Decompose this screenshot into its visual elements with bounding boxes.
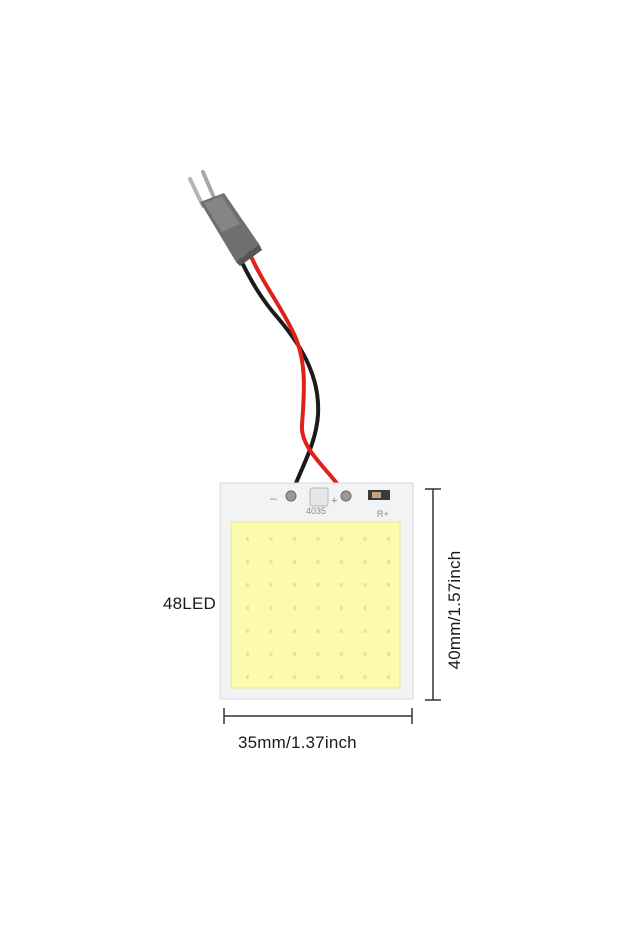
led-chip [293,606,296,610]
led-chip [246,606,249,610]
board-code: 4035 [306,506,326,516]
led-chip [340,537,343,541]
led-chip [246,652,249,656]
width-dimension-line [223,708,413,724]
led-chip [363,675,367,679]
led-chip [293,675,296,679]
connector-housing [200,193,262,266]
led-chip [246,629,249,633]
minus-marking: – [270,491,277,505]
led-chip [316,583,320,587]
resistor-body [372,492,381,498]
led-chip [387,583,390,587]
red-wire [247,250,348,498]
led-chip [387,560,390,564]
black-wire [236,252,321,498]
led-chip [363,606,367,610]
led-chip [269,560,273,564]
led-chip [269,583,273,587]
led-chip [246,537,249,541]
led-chip [340,583,343,587]
led-chip [340,560,343,564]
led-chip [340,652,343,656]
r-plus-marking: R+ [377,509,389,519]
led-chip [363,583,367,587]
led-chip [269,629,273,633]
led-chip [269,652,273,656]
connector-pins [188,170,217,208]
solder-pads [285,490,352,502]
led-chip [363,629,367,633]
led-chip [316,675,320,679]
led-chip [363,560,367,564]
plus-marking: + [331,495,337,507]
led-chip [246,675,249,679]
led-chip [269,675,273,679]
led-panel [230,521,401,689]
led-chip [387,606,390,610]
led-chip [316,560,320,564]
led-chip [340,629,343,633]
led-chip [316,606,320,610]
led-chip [363,652,367,656]
led-chip [387,537,390,541]
led-chip [316,537,320,541]
led-chip [363,537,367,541]
led-chip [293,560,296,564]
led-chip [387,675,390,679]
led-chip [293,652,296,656]
diode-component [309,487,329,507]
led-chip [340,606,343,610]
led-count-label: 48LED [163,594,216,613]
led-chip [269,606,273,610]
led-chip [387,652,390,656]
led-chip [293,629,296,633]
led-chip [316,652,320,656]
led-chip [269,537,273,541]
led-chip [246,560,249,564]
led-chip [293,537,296,541]
led-chip [387,629,390,633]
height-dimension-label: 40mm/1.57inch [445,550,464,670]
led-chip-grid [246,537,390,679]
led-chip [316,629,320,633]
led-chip [340,675,343,679]
led-chip [293,583,296,587]
width-dimension-label: 35mm/1.37inch [238,733,357,752]
height-dimension-line [425,488,441,701]
led-chip [246,583,249,587]
